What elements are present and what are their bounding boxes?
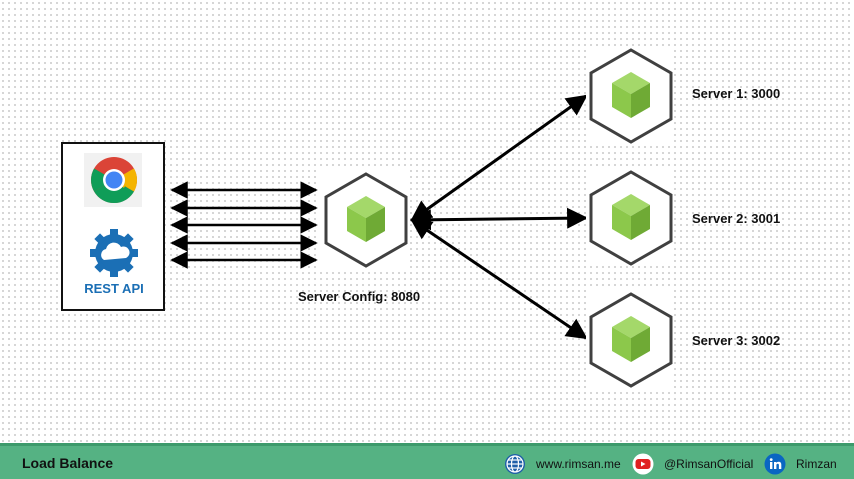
balancer-label: Server Config: 8080 bbox=[298, 289, 420, 304]
footer-title: Load Balance bbox=[22, 455, 114, 471]
chrome-icon bbox=[84, 153, 142, 207]
server-connections bbox=[409, 94, 589, 340]
youtube-icon bbox=[632, 453, 654, 475]
youtube-link[interactable]: @RimsanOfficial bbox=[632, 453, 753, 475]
server-label: Server 2: 3001 bbox=[692, 211, 780, 226]
rest-api-label: REST API bbox=[84, 281, 143, 296]
linkedin-link[interactable]: Rimzan bbox=[764, 453, 837, 475]
server-label: Server 3: 3002 bbox=[692, 333, 780, 348]
server-node-3: Server 3: 3002 bbox=[586, 290, 780, 388]
website-link[interactable]: www.rimsan.me bbox=[504, 453, 621, 475]
server-3-arrow bbox=[410, 218, 588, 340]
load-balancer-diagram: REST API Server Config: 8080 Server 1: 3… bbox=[61, 46, 781, 388]
globe-icon bbox=[505, 454, 525, 474]
server-node-1: Server 1: 3000 bbox=[586, 46, 780, 144]
server-label: Server 1: 3000 bbox=[692, 86, 780, 101]
client-connections bbox=[170, 181, 318, 269]
linkedin-text: Rimzan bbox=[796, 457, 837, 471]
cloud-gear-icon bbox=[90, 229, 138, 277]
linkedin-icon bbox=[764, 453, 786, 475]
server-2-arrow bbox=[409, 207, 589, 231]
balancer-node: Server Config: 8080 bbox=[298, 170, 420, 304]
youtube-text: @RimsanOfficial bbox=[664, 457, 754, 471]
client-box: REST API bbox=[61, 142, 165, 311]
server-1-arrow bbox=[410, 94, 588, 222]
server-node-2: Server 2: 3001 bbox=[586, 168, 780, 266]
website-text: www.rimsan.me bbox=[536, 457, 621, 471]
footer-bar: Load Balance www.rimsan.me @RimsanOffici… bbox=[0, 443, 854, 479]
